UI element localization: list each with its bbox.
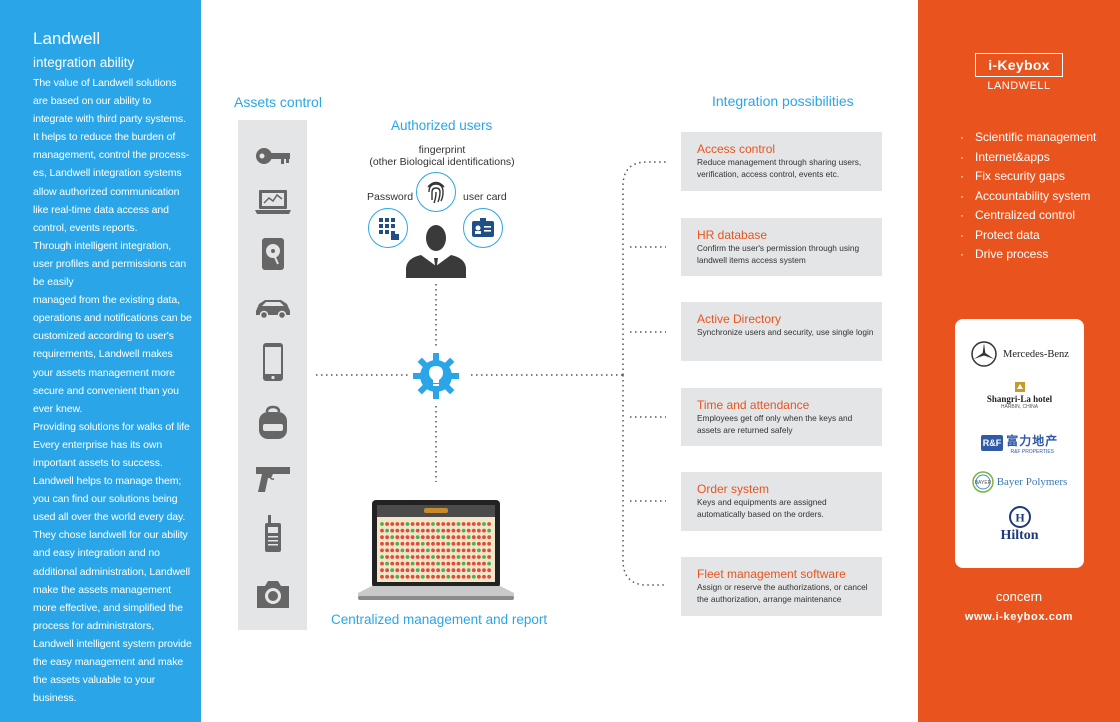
integration-card-title: Time and attendance [697,398,810,412]
left-paragraph: Every enterprise has its own important a… [33,438,192,705]
integration-card-title: Access control [697,142,776,156]
authorized-users-title: Authorized users [391,118,493,133]
left-panel: Landwell integration ability The value o… [0,0,201,722]
assets-column [238,120,307,630]
hilton-logo: H Hilton [955,505,1084,545]
integration-card-desc: Confirm the user's permission through us… [697,243,860,265]
shangrila-emblem-icon [1014,382,1025,392]
shangrila-logo: Shangri-La hotel HARBIN, CHINA [955,375,1084,415]
integration-card-desc: Synchronize users and security, use sing… [697,327,874,337]
shangrila-subtext: HARBIN, CHINA [1000,404,1039,410]
pistol-icon [256,467,290,492]
left-paragraph: The value of Landwell solutions are base… [33,77,190,234]
user-card-label: user card [463,191,507,203]
rf-english-text: R&F PROPERTIES [1010,448,1054,455]
keypad-icon [368,208,408,248]
integration-card-title: Active Directory [697,312,782,326]
left-title: Landwell [33,29,101,48]
laptop-dashboard-image [358,500,514,600]
website-link[interactable]: www.i-keybox.com [964,611,1074,623]
biological-text: (other Biological identifications) [369,156,515,168]
integration-card-title: Fleet management software [697,567,846,581]
bayer-cross-icon: BAYER [971,471,994,493]
fingerprint-label: fingerprint (other Biological identifica… [352,144,532,168]
hard-drive-icon [262,238,284,270]
feature-item: Fix security gaps [960,167,1096,187]
central-management-label: Centralized management and report [331,612,548,627]
integration-card-desc: Keys and equipments are assigned automat… [697,497,827,519]
concern-label: concern [995,589,1043,604]
svg-text:BAYER: BAYER [974,480,991,486]
client-logos-card: Mercedes-Benz Shangri-La hotel HARBIN, C… [955,319,1084,568]
car-icon [256,300,290,320]
laptop-icon [255,190,291,214]
rf-properties-logo: R&F 富力地产 R&F PROPERTIES [955,429,1084,457]
feature-item: Accountability system [960,187,1096,207]
integration-card-access-control: Access control Reduce management through… [681,132,882,191]
integration-card-title: HR database [697,228,768,242]
phone-icon [263,343,283,381]
rf-badge: R&F [980,435,1004,451]
integration-card-order-system: Order system Keys and equipments are ass… [681,472,882,531]
integration-gear-icon [413,353,459,399]
left-paragraph: Through intelligent integration, user pr… [33,239,187,289]
integration-card-desc: Assign or reserve the authorizations, or… [697,582,868,604]
shangrila-text: Shangri-La hotel [986,394,1053,404]
integration-card-desc: Employees get off only when the keys and… [697,413,853,435]
right-panel: i-Keybox LANDWELL Scientific management … [918,0,1120,722]
assets-title: Assets control [234,94,322,110]
mercedes-logo: Mercedes-Benz [955,339,1084,369]
integration-card-fleet-management: Fleet management software Assign or rese… [681,557,882,616]
brand-logo: i-Keybox [975,53,1063,77]
feature-item: Protect data [960,226,1096,246]
rf-text-group: 富力地产 R&F PROPERTIES [1006,432,1058,455]
integration-card-active-directory: Active Directory Synchronize users and s… [681,302,882,361]
backpack-icon [259,405,287,439]
hilton-emblem-icon: H [1008,506,1031,528]
feature-item: Centralized control [960,206,1096,226]
fingerprint-icon [416,172,456,212]
id-card-icon [463,208,503,248]
fingerprint-text: fingerprint [418,144,466,156]
left-paragraph: managed from the existing data, operatio… [33,294,192,415]
left-body: The value of Landwell solutions are base… [33,74,193,707]
bayer-text: Bayer Polymers [996,476,1068,488]
feature-list: Scientific management Internet&apps Fix … [960,128,1096,265]
password-label: Password [367,191,414,203]
user-avatar-icon [406,225,466,278]
integration-card-title: Order system [697,482,770,496]
brand-subtitle: LANDWELL [987,80,1051,92]
left-subtitle: integration ability [33,55,135,70]
feature-item: Internet&apps [960,148,1096,168]
integration-card-hr-database: HR database Confirm the user's permissio… [681,218,882,276]
hilton-text: Hilton [1000,528,1039,543]
camera-icon [257,581,289,608]
feature-item: Drive process [960,245,1096,265]
bayer-logo: BAYER Bayer Polymers [955,469,1084,495]
integration-card-desc: Reduce management through sharing users,… [697,157,862,179]
mercedes-star-icon [971,341,997,367]
integration-title: Integration possibilities [712,93,854,109]
mercedes-text: Mercedes-Benz [1003,348,1069,360]
integration-card-time-attendance: Time and attendance Employees get off on… [681,388,882,446]
svg-text:H: H [1015,511,1025,525]
rf-chinese-text: 富力地产 [1006,433,1059,448]
feature-item: Scientific management [960,128,1096,148]
walkie-talkie-icon [265,515,281,552]
key-icon [256,148,290,164]
left-paragraph: Providing solutions for walks of life [33,420,190,433]
